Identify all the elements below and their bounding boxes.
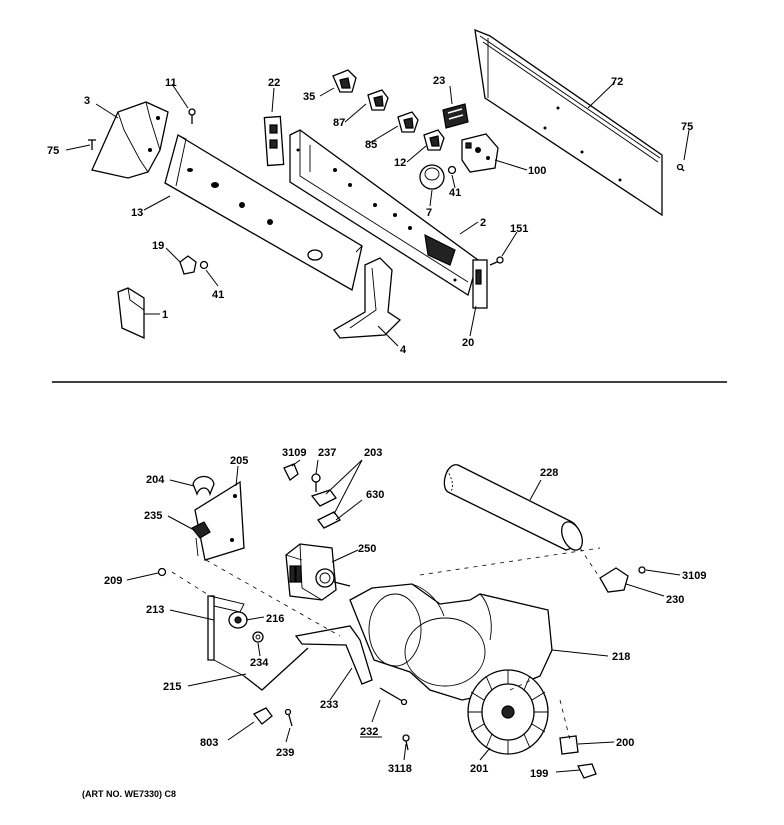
label-3109-top: 3109 [282, 447, 306, 459]
label-218: 218 [612, 651, 630, 663]
part-151-screw [489, 256, 504, 266]
label-35: 35 [303, 91, 315, 103]
label-41-bottom: 41 [212, 289, 224, 301]
label-85: 85 [365, 139, 377, 151]
part-75-screw-left [88, 139, 96, 150]
part-216-pulley [228, 611, 248, 629]
part-19-button [179, 255, 197, 275]
part-4-end-cap [333, 257, 402, 339]
label-2: 2 [480, 217, 486, 229]
label-201: 201 [470, 763, 488, 775]
part-803-clip [252, 707, 273, 725]
part-35-clip [332, 69, 357, 93]
label-20: 20 [462, 337, 474, 349]
label-87: 87 [333, 117, 345, 129]
leader-lines-lower [126, 459, 681, 773]
part-3109-screw-top [283, 463, 299, 481]
label-11: 11 [165, 77, 177, 89]
label-7: 7 [426, 207, 432, 219]
part-233-idler-arm [294, 625, 373, 685]
label-100: 100 [528, 165, 546, 177]
label-234: 234 [250, 657, 269, 669]
part-204-clamp [192, 475, 215, 497]
part-209-nut [157, 567, 167, 577]
label-19: 19 [152, 240, 164, 252]
part-250-motor [285, 543, 351, 601]
label-151: 151 [510, 223, 528, 235]
part-41-washer-bottom [199, 260, 209, 270]
label-204: 204 [146, 474, 165, 486]
part-22-switch [263, 115, 285, 167]
part-239-screw [284, 708, 293, 727]
part-7-knob [419, 164, 445, 190]
label-3118: 3118 [388, 763, 412, 775]
label-72: 72 [611, 76, 623, 88]
label-41-top: 41 [449, 187, 461, 199]
label-235: 235 [144, 510, 162, 522]
label-213: 213 [146, 604, 164, 616]
label-3109-right: 3109 [682, 570, 706, 582]
part-41-washer-top [447, 165, 457, 175]
label-237: 237 [318, 447, 336, 459]
label-228: 228 [540, 467, 558, 479]
part-203-clips [310, 489, 341, 529]
part-23-connector [442, 103, 469, 129]
part-labels: 3 11 22 35 23 72 75 75 87 85 12 100 41 7… [47, 75, 706, 780]
part-3-end-cap [91, 101, 169, 179]
label-13: 13 [131, 207, 143, 219]
part-215-spring [243, 647, 309, 691]
part-199-screw [577, 763, 597, 779]
label-230: 230 [666, 594, 684, 606]
part-205-bracket [194, 480, 245, 561]
part-200-bracket [559, 735, 579, 755]
part-234-bearing [252, 631, 264, 643]
label-203: 203 [364, 447, 382, 459]
part-235-sensor [191, 521, 211, 557]
part-228-duct [443, 464, 583, 551]
label-22: 22 [268, 77, 280, 89]
label-803: 803 [200, 737, 218, 749]
label-630: 630 [366, 489, 384, 501]
label-239: 239 [276, 747, 294, 759]
part-20-switch [472, 259, 488, 309]
part-87-clip [367, 89, 389, 111]
label-1: 1 [162, 309, 168, 321]
part-1-manual [117, 287, 145, 340]
label-250: 250 [358, 543, 376, 555]
label-4: 4 [400, 344, 407, 356]
label-12: 12 [394, 157, 406, 169]
part-85-clip [397, 111, 419, 133]
part-232-rod [379, 687, 408, 706]
assembly-dashed-lines [171, 547, 601, 741]
label-23: 23 [433, 75, 445, 87]
part-11-screw [188, 108, 196, 124]
part-237-clip [311, 473, 321, 492]
label-209: 209 [104, 575, 122, 587]
label-3: 3 [84, 95, 90, 107]
part-12-clip [423, 129, 445, 151]
label-75-left: 75 [47, 145, 59, 157]
part-3118-screw [402, 734, 410, 751]
label-216: 216 [266, 613, 284, 625]
label-205: 205 [230, 455, 248, 467]
label-199: 199 [530, 768, 548, 780]
part-75-screw-right [676, 163, 685, 172]
part-100-timer [461, 133, 499, 173]
part-72-rear-panel [474, 28, 663, 217]
part-230-thermostat [599, 566, 646, 593]
part-201-blower-wheel [467, 669, 549, 755]
label-200: 200 [616, 737, 634, 749]
label-75-right: 75 [681, 121, 693, 133]
leader-lines-upper [65, 81, 690, 347]
label-232: 232 [360, 726, 378, 738]
part-13-control-panel [164, 133, 363, 292]
label-233: 233 [320, 699, 338, 711]
part-213-idler-pulley [207, 595, 245, 677]
art-number-caption: (ART NO. WE7330) C8 [82, 789, 177, 799]
label-215: 215 [163, 681, 181, 693]
